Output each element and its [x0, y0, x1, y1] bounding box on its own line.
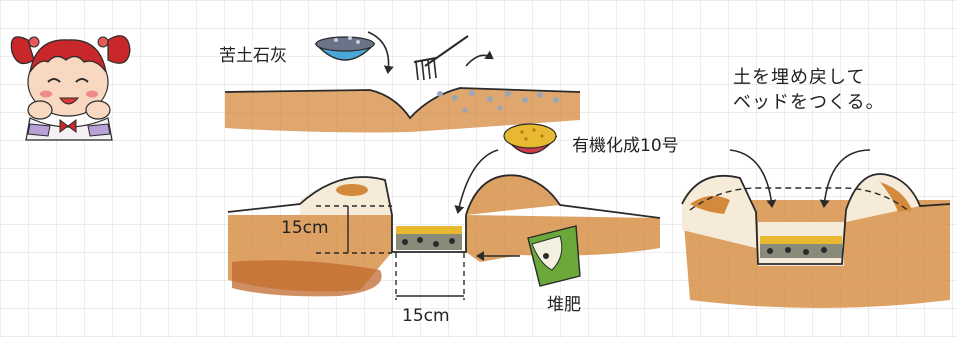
dimension-lines	[316, 205, 465, 300]
bed-instruction-line2: ベッドをつくる。	[733, 92, 885, 113]
lime-bowl-illustration	[314, 36, 376, 61]
fertilizer-label: 有機化成10号	[572, 136, 679, 156]
depth-label: 15cm	[281, 218, 329, 238]
step3-backfilled-bed	[681, 173, 951, 308]
girl-mascot-illustration	[10, 35, 131, 141]
rake-icon	[413, 35, 469, 81]
bed-instruction-line1: 土を埋め戻して	[733, 67, 866, 88]
lime-to-soil-arrow	[367, 31, 394, 74]
fertilizer-to-trench-arrow	[454, 149, 499, 214]
compost-label: 堆肥	[547, 295, 581, 315]
backfill-left-arrow	[729, 149, 777, 208]
fertilizer-bowl-illustration	[503, 123, 558, 154]
rake-motion-arrow	[465, 50, 494, 67]
lime-label: 苦土石灰	[219, 46, 287, 66]
compost-bag-illustration	[527, 225, 581, 287]
step1-lime-soil	[224, 87, 581, 133]
backfill-right-arrow	[819, 149, 871, 208]
width-label: 15cm	[402, 306, 450, 326]
